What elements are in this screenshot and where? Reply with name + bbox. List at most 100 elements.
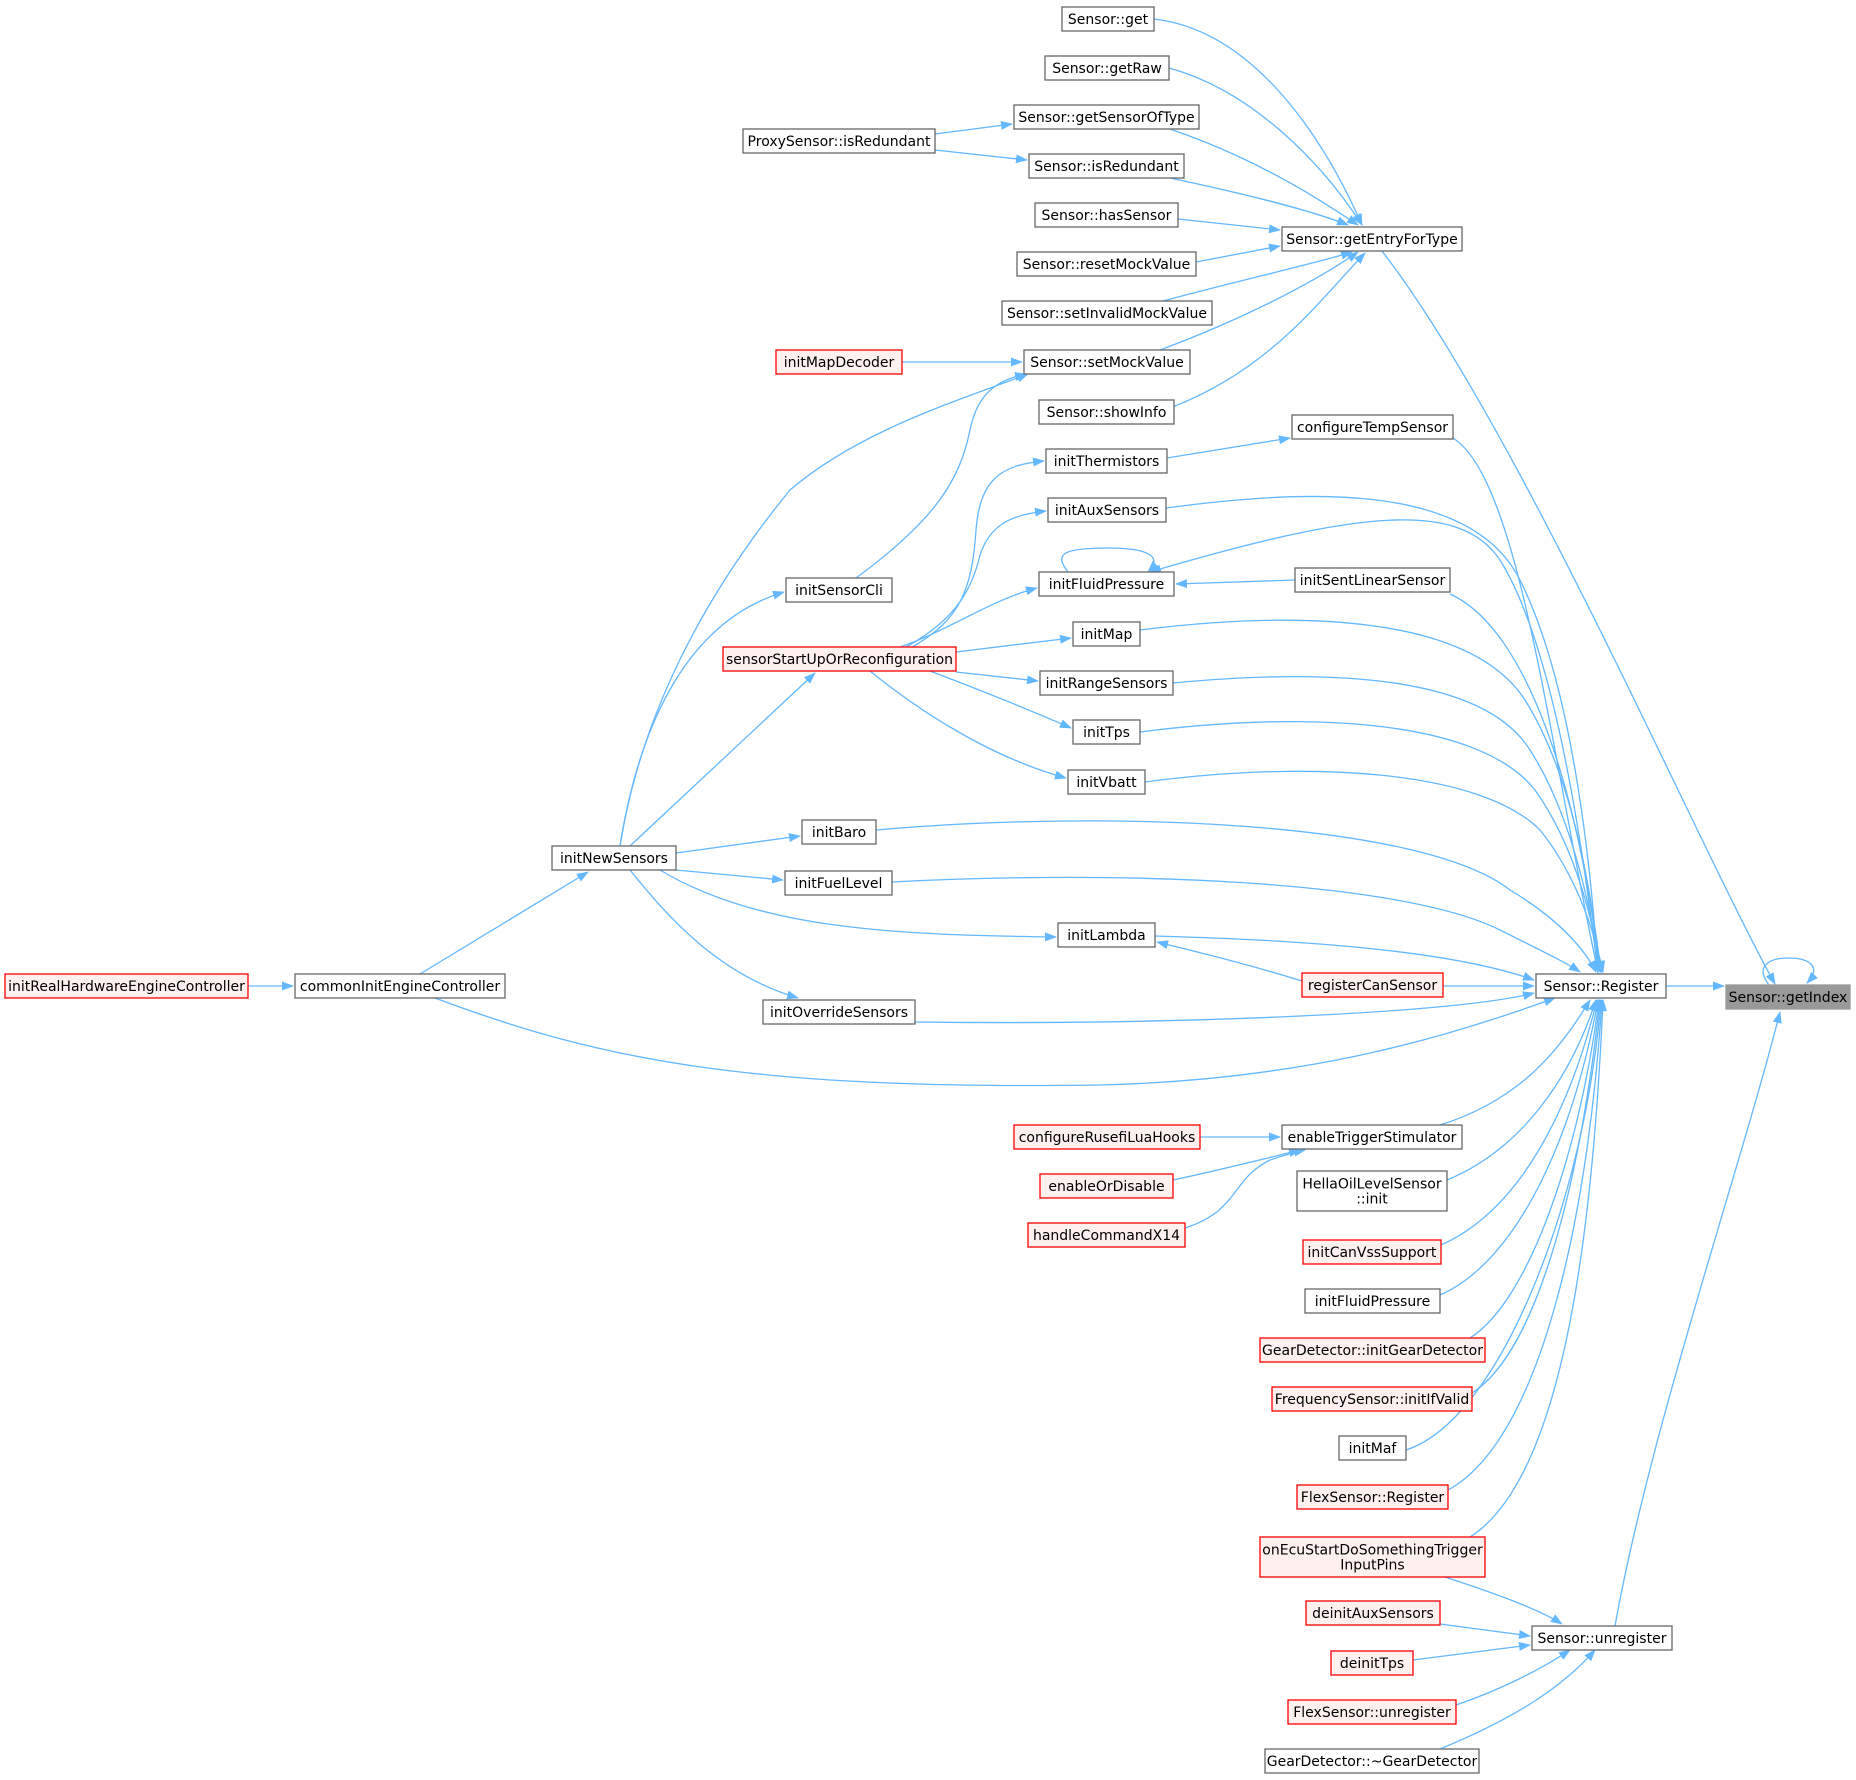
node-box[interactable] (1072, 719, 1141, 745)
node-box[interactable] (1039, 1173, 1174, 1199)
node-box[interactable] (1034, 202, 1179, 228)
node-box[interactable] (1067, 769, 1146, 795)
node-box[interactable] (294, 973, 506, 999)
node-box[interactable] (1039, 670, 1174, 696)
node-show-info[interactable]: Sensor::showInfo (1038, 399, 1175, 425)
node-init-sent-linear-sensor[interactable]: initSentLinearSensor (1294, 567, 1451, 593)
node-hella-oil-init[interactable]: HellaOilLevelSensor::init (1296, 1170, 1448, 1212)
node-box[interactable] (801, 819, 877, 845)
node-init-aux-sensors[interactable]: initAuxSensors (1047, 497, 1167, 523)
node-box[interactable] (1330, 1650, 1414, 1676)
node-unregister[interactable]: Sensor::unregister (1531, 1625, 1673, 1651)
node-box[interactable] (1057, 922, 1156, 948)
node-box[interactable] (784, 870, 893, 896)
node-init-tps[interactable]: initTps (1072, 719, 1141, 745)
node-flex-unregister[interactable]: FlexSensor::unregister (1287, 1699, 1457, 1725)
node-init-gear-detector[interactable]: GearDetector::initGearDetector (1259, 1337, 1486, 1363)
node-box[interactable] (722, 646, 957, 672)
node-get-sensor-of-type[interactable]: Sensor::getSensorOfType (1013, 104, 1200, 130)
node-init-map[interactable]: initMap (1072, 621, 1141, 647)
node-init-override-sensors[interactable]: initOverrideSensors (762, 999, 916, 1025)
node-box[interactable] (1072, 621, 1141, 647)
node-box[interactable] (1302, 1239, 1442, 1265)
node-init-baro[interactable]: initBaro (801, 819, 877, 845)
node-box[interactable] (1291, 414, 1454, 440)
node-deinit-aux-sensors[interactable]: deinitAuxSensors (1305, 1600, 1441, 1626)
node-proxy-is-redundant[interactable]: ProxySensor::isRedundant (742, 128, 936, 154)
node-get-raw[interactable]: Sensor::getRaw (1044, 55, 1170, 81)
node-box[interactable] (1287, 1699, 1457, 1725)
node-box[interactable] (1259, 1337, 1486, 1363)
node-box[interactable] (1038, 571, 1175, 597)
node-box[interactable] (1028, 153, 1185, 179)
node-box[interactable] (742, 128, 936, 154)
node-init-lambda[interactable]: initLambda (1057, 922, 1156, 948)
node-enable-or-disable[interactable]: enableOrDisable (1039, 1173, 1174, 1199)
node-init-real-hardware[interactable]: initRealHardwareEngineController (4, 973, 249, 999)
node-box[interactable] (1038, 399, 1175, 425)
node-box[interactable] (1531, 1625, 1673, 1651)
node-init-fluid-pressure[interactable]: initFluidPressure (1038, 571, 1175, 597)
node-box[interactable] (1271, 1386, 1473, 1412)
node-box[interactable] (1013, 1124, 1201, 1150)
node-box[interactable] (1027, 1222, 1186, 1248)
node-box[interactable] (1535, 973, 1667, 999)
node-box[interactable] (1264, 1748, 1480, 1774)
node-set-invalid-mock-value[interactable]: Sensor::setInvalidMockValue (1001, 300, 1213, 326)
node-get-entry-for-type[interactable]: Sensor::getEntryForType (1281, 226, 1463, 252)
node-handle-command-x14[interactable]: handleCommandX14 (1027, 1222, 1186, 1248)
node-box[interactable] (1281, 1124, 1463, 1150)
node-configure-rusefi-lua-hooks[interactable]: configureRusefiLuaHooks (1013, 1124, 1201, 1150)
node-box[interactable] (1044, 55, 1170, 81)
node-has-sensor[interactable]: Sensor::hasSensor (1034, 202, 1179, 228)
node-box[interactable] (762, 999, 916, 1025)
node-init-sensor-cli[interactable]: initSensorCli (785, 577, 893, 603)
node-box[interactable] (785, 577, 893, 603)
node-set-mock-value[interactable]: Sensor::setMockValue (1023, 349, 1191, 375)
node-init-vbatt[interactable]: initVbatt (1067, 769, 1146, 795)
node-box[interactable] (1013, 104, 1200, 130)
node-box[interactable] (1296, 1170, 1448, 1212)
node-box[interactable] (1016, 251, 1197, 277)
node-box[interactable] (1305, 1600, 1441, 1626)
node-gear-detector-dtor[interactable]: GearDetector::~GearDetector (1264, 1748, 1480, 1774)
node-init-new-sensors[interactable]: initNewSensors (551, 845, 677, 871)
node-enable-trigger-stimulator[interactable]: enableTriggerStimulator (1281, 1124, 1463, 1150)
node-box[interactable] (1281, 226, 1463, 252)
node-sensor-start-up[interactable]: sensorStartUpOrReconfiguration (722, 646, 957, 672)
node-init-if-valid[interactable]: FrequencySensor::initIfValid (1271, 1386, 1473, 1412)
node-get[interactable]: Sensor::get (1061, 6, 1155, 32)
node-box[interactable] (1061, 6, 1155, 32)
node-init-range-sensors[interactable]: initRangeSensors (1039, 670, 1174, 696)
node-get-index[interactable]: Sensor::getIndex (1725, 984, 1851, 1010)
node-init-can-vss-support[interactable]: initCanVssSupport (1302, 1239, 1442, 1265)
node-register[interactable]: Sensor::Register (1535, 973, 1667, 999)
node-reset-mock-value[interactable]: Sensor::resetMockValue (1016, 251, 1197, 277)
node-init-thermistors[interactable]: initThermistors (1045, 448, 1168, 474)
node-box[interactable] (775, 349, 903, 375)
node-init-map-decoder[interactable]: initMapDecoder (775, 349, 903, 375)
node-flex-register[interactable]: FlexSensor::Register (1296, 1484, 1449, 1510)
node-box[interactable] (551, 845, 677, 871)
node-box[interactable] (1023, 349, 1191, 375)
node-box[interactable] (1045, 448, 1168, 474)
node-box[interactable] (1725, 984, 1851, 1010)
node-box[interactable] (1259, 1536, 1486, 1578)
node-register-can-sensor[interactable]: registerCanSensor (1301, 972, 1444, 998)
node-box[interactable] (1301, 972, 1444, 998)
node-box[interactable] (1304, 1288, 1441, 1314)
node-deinit-tps[interactable]: deinitTps (1330, 1650, 1414, 1676)
node-init-fluid-pressure2[interactable]: initFluidPressure (1304, 1288, 1441, 1314)
node-init-fuel-level[interactable]: initFuelLevel (784, 870, 893, 896)
node-init-maf[interactable]: initMaf (1338, 1435, 1407, 1461)
node-box[interactable] (1294, 567, 1451, 593)
node-box[interactable] (1296, 1484, 1449, 1510)
node-common-init[interactable]: commonInitEngineController (294, 973, 506, 999)
node-is-redundant[interactable]: Sensor::isRedundant (1028, 153, 1185, 179)
node-box[interactable] (1001, 300, 1213, 326)
node-box[interactable] (4, 973, 249, 999)
node-box[interactable] (1047, 497, 1167, 523)
node-box[interactable] (1338, 1435, 1407, 1461)
node-configure-temp-sensor[interactable]: configureTempSensor (1291, 414, 1454, 440)
